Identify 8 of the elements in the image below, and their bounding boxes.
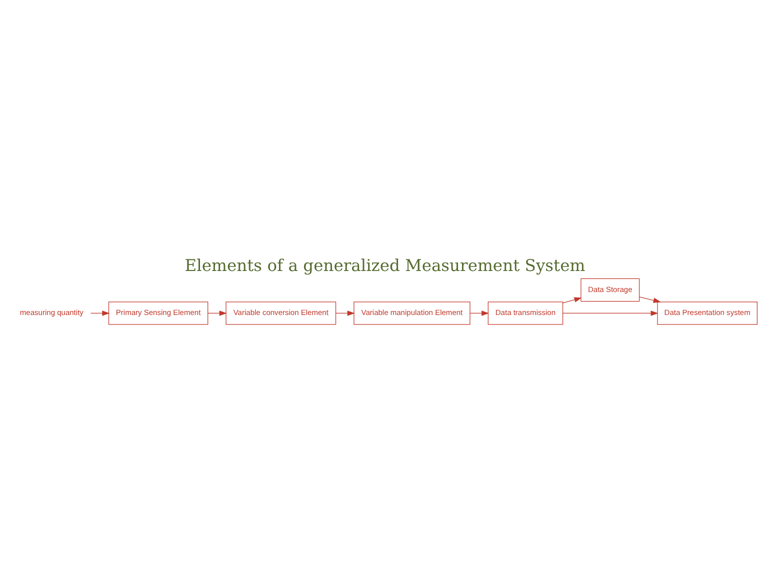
arrow bbox=[639, 296, 661, 303]
diagram-title: Elements of a generalized Measurement System bbox=[184, 256, 586, 276]
arrow bbox=[208, 310, 227, 316]
arrow bbox=[562, 310, 658, 316]
arrow bbox=[470, 310, 490, 316]
arrow bbox=[562, 297, 582, 304]
arrow bbox=[90, 310, 110, 316]
arrow bbox=[336, 310, 355, 316]
